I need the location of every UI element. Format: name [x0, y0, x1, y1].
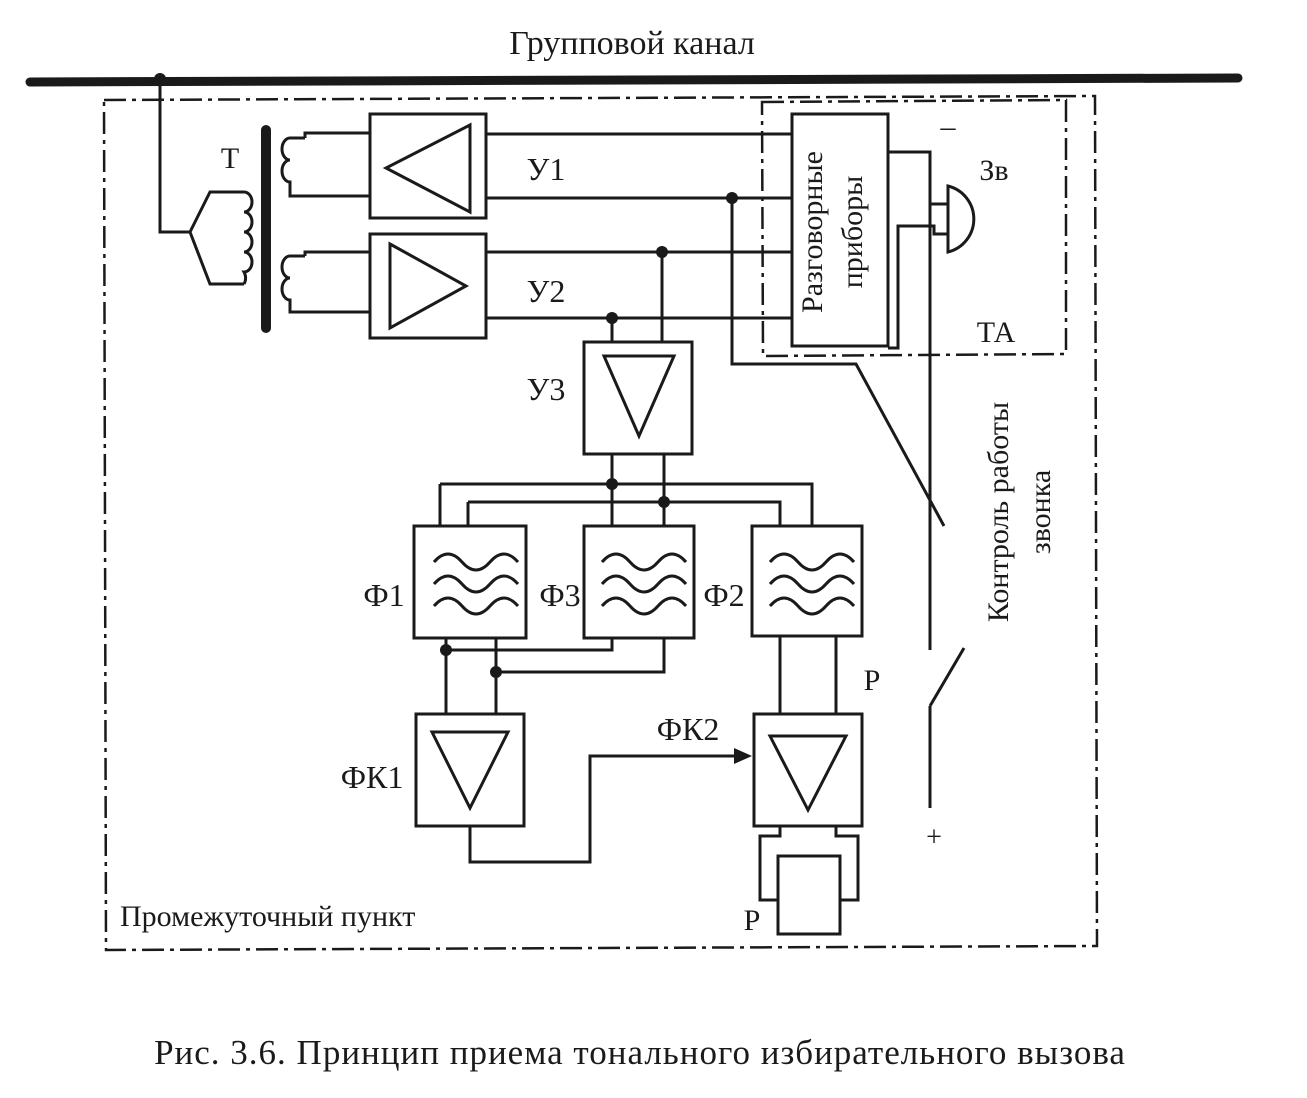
- amplifier-u1-label: У1: [527, 151, 566, 187]
- bell-control-label: Контроль работы: [982, 402, 1015, 622]
- fk2-block: ФК2 Р: [657, 664, 881, 828]
- filter-f1-label: Ф1: [363, 577, 404, 613]
- amplifier-u2: У2: [368, 232, 566, 340]
- relay-top-label: Р: [864, 664, 881, 697]
- minus-label: –: [940, 110, 957, 143]
- talk-devices-label-line2: приборы: [836, 176, 869, 289]
- bell-control-label-line2: звонка: [1024, 470, 1057, 554]
- figure-caption: Рис. 3.6. Принцип приема тонального изби…: [154, 1033, 1126, 1072]
- bell-control-label-2: звонка: [1024, 470, 1057, 554]
- fk2-label: ФК2: [657, 711, 720, 747]
- talk-devices-label-2: приборы: [836, 176, 869, 289]
- phone-set-label: ТА: [977, 316, 1016, 349]
- talk-devices-label-line1: Разговорные: [796, 151, 829, 313]
- amplifier-u2-label: У2: [527, 273, 566, 309]
- relay-bottom-label: Р: [744, 904, 761, 937]
- fk1-block: ФК1: [341, 712, 752, 864]
- filter-output-wires: [440, 636, 838, 714]
- amplifier-u3: У3: [527, 252, 694, 456]
- plus-label: +: [926, 822, 942, 853]
- transformer: Т: [158, 79, 370, 333]
- talk-devices-label: Разговорные: [796, 151, 829, 313]
- relay: Р: [744, 826, 860, 937]
- filter-f2-label: Ф2: [703, 577, 744, 613]
- talk-devices: Разговорные приборы: [790, 112, 890, 348]
- filter-f1: Ф1: [363, 524, 528, 640]
- station-label: Промежуточный пункт: [120, 900, 415, 933]
- phone-set-boundary: [760, 98, 1068, 358]
- filter-f3: Ф3: [539, 524, 696, 640]
- fk1-label: ФК1: [341, 759, 404, 795]
- filter-bus: [438, 454, 814, 526]
- filter-f2: Ф2: [703, 524, 864, 638]
- intermediate-station-boundary: [102, 94, 1099, 952]
- amp-output-wires: [486, 132, 946, 527]
- bell: Зв ТА –: [888, 110, 1016, 640]
- bell-control-label-line1: Контроль работы: [982, 402, 1015, 622]
- amplifier-u1: У1: [368, 112, 566, 220]
- bell-control-switch: + Контроль работы звонка: [926, 402, 1057, 853]
- transformer-label: Т: [221, 142, 239, 175]
- bell-label: Зв: [979, 154, 1008, 187]
- filter-f3-label: Ф3: [539, 577, 580, 613]
- group-channel: Групповой канал: [25, 25, 1243, 87]
- amplifier-u3-label: У3: [527, 371, 566, 407]
- group-channel-title: Групповой канал: [509, 25, 755, 62]
